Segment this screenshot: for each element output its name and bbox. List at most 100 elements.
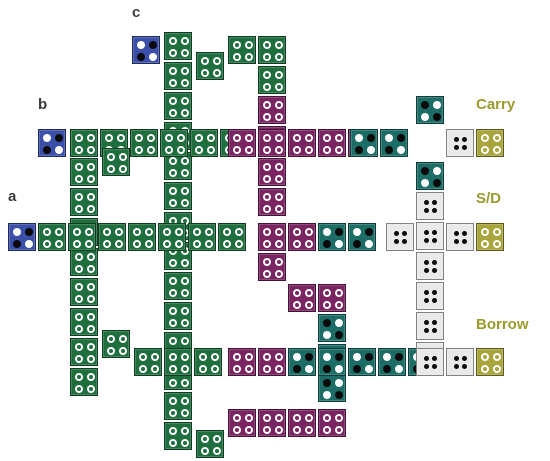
qca-cell xyxy=(128,223,156,251)
quantum-dot xyxy=(107,165,115,173)
quantum-dot xyxy=(169,97,177,105)
quantum-dot xyxy=(193,228,201,236)
quantum-dot xyxy=(235,228,243,236)
quantum-dot xyxy=(432,328,437,333)
qca-cell xyxy=(258,348,286,376)
quantum-dot xyxy=(195,146,203,154)
qca-cell xyxy=(134,348,162,376)
quantum-dot xyxy=(181,109,189,117)
quantum-dot xyxy=(107,153,115,161)
quantum-dot xyxy=(367,146,375,154)
quantum-dot xyxy=(213,57,221,65)
fixed-cell xyxy=(416,348,444,376)
qca-cell xyxy=(218,223,246,251)
qca-cell xyxy=(348,348,376,376)
quantum-dot xyxy=(87,175,95,183)
qca-cell xyxy=(228,348,256,376)
quantum-dot xyxy=(181,49,189,57)
quantum-dot xyxy=(135,134,143,142)
qca-cell xyxy=(288,129,316,157)
quantum-dot xyxy=(323,228,331,236)
quantum-dot xyxy=(73,240,81,248)
quantum-dot xyxy=(275,258,283,266)
qca-cell xyxy=(258,188,286,216)
quantum-dot xyxy=(169,427,177,435)
qca-cell xyxy=(102,148,130,176)
label-input-b: b xyxy=(38,96,48,113)
quantum-dot xyxy=(43,228,51,236)
qca-cell xyxy=(318,129,346,157)
fixed-cell xyxy=(446,223,474,251)
quantum-dot xyxy=(365,240,373,248)
quantum-dot xyxy=(394,231,399,236)
quantum-dot xyxy=(107,347,115,355)
quantum-dot xyxy=(263,175,271,183)
quantum-dot xyxy=(87,205,95,213)
quantum-dot xyxy=(335,289,343,297)
quantum-dot xyxy=(335,134,343,142)
quantum-dot xyxy=(75,343,83,351)
quantum-dot xyxy=(323,426,331,434)
quantum-dot xyxy=(275,146,283,154)
quantum-dot xyxy=(275,83,283,91)
quantum-dot xyxy=(305,426,313,434)
quantum-dot xyxy=(245,426,253,434)
qca-cell xyxy=(258,409,286,437)
quantum-dot xyxy=(177,146,185,154)
qca-cell xyxy=(258,36,286,64)
quantum-dot xyxy=(275,205,283,213)
fixed-cell xyxy=(416,312,444,340)
quantum-dot xyxy=(305,240,313,248)
qca-cell xyxy=(70,368,98,396)
quantum-dot xyxy=(323,289,331,297)
quantum-dot xyxy=(207,134,215,142)
quantum-dot xyxy=(293,414,301,422)
quantum-dot xyxy=(263,240,271,248)
quantum-dot xyxy=(335,240,343,248)
quantum-dot xyxy=(432,260,437,265)
quantum-dot xyxy=(335,331,343,339)
quantum-dot xyxy=(75,205,83,213)
quantum-dot xyxy=(481,228,489,236)
fixed-cell xyxy=(416,282,444,310)
quantum-dot xyxy=(263,134,271,142)
quantum-dot xyxy=(397,134,405,142)
quantum-dot xyxy=(424,298,429,303)
quantum-dot xyxy=(169,199,177,207)
quantum-dot xyxy=(432,200,437,205)
quantum-dot xyxy=(133,228,141,236)
quantum-dot xyxy=(263,83,271,91)
quantum-dot xyxy=(335,414,343,422)
qca-cell xyxy=(188,223,216,251)
quantum-dot xyxy=(275,41,283,49)
quantum-dot xyxy=(233,41,241,49)
quantum-dot xyxy=(481,134,489,142)
quantum-dot xyxy=(245,353,253,361)
quantum-dot xyxy=(75,355,83,363)
quantum-dot xyxy=(75,295,83,303)
quantum-dot xyxy=(87,343,95,351)
quantum-dot xyxy=(454,364,459,369)
quantum-dot xyxy=(201,447,209,455)
qca-cell xyxy=(380,129,408,157)
quantum-dot xyxy=(275,134,283,142)
quantum-dot xyxy=(175,240,183,248)
fixed-cell xyxy=(446,348,474,376)
quantum-dot xyxy=(133,240,141,248)
quantum-dot xyxy=(181,259,189,267)
quantum-dot xyxy=(263,365,271,373)
quantum-dot xyxy=(87,313,95,321)
quantum-dot xyxy=(25,240,33,248)
quantum-dot xyxy=(235,240,243,248)
quantum-dot xyxy=(139,365,147,373)
quantum-dot xyxy=(293,146,301,154)
quantum-dot xyxy=(151,365,159,373)
qca-cell xyxy=(288,223,316,251)
quantum-dot xyxy=(323,365,331,373)
qca-cell xyxy=(164,302,192,330)
quantum-dot xyxy=(115,228,123,236)
quantum-dot xyxy=(432,364,437,369)
quantum-dot xyxy=(181,319,189,327)
quantum-dot xyxy=(147,146,155,154)
